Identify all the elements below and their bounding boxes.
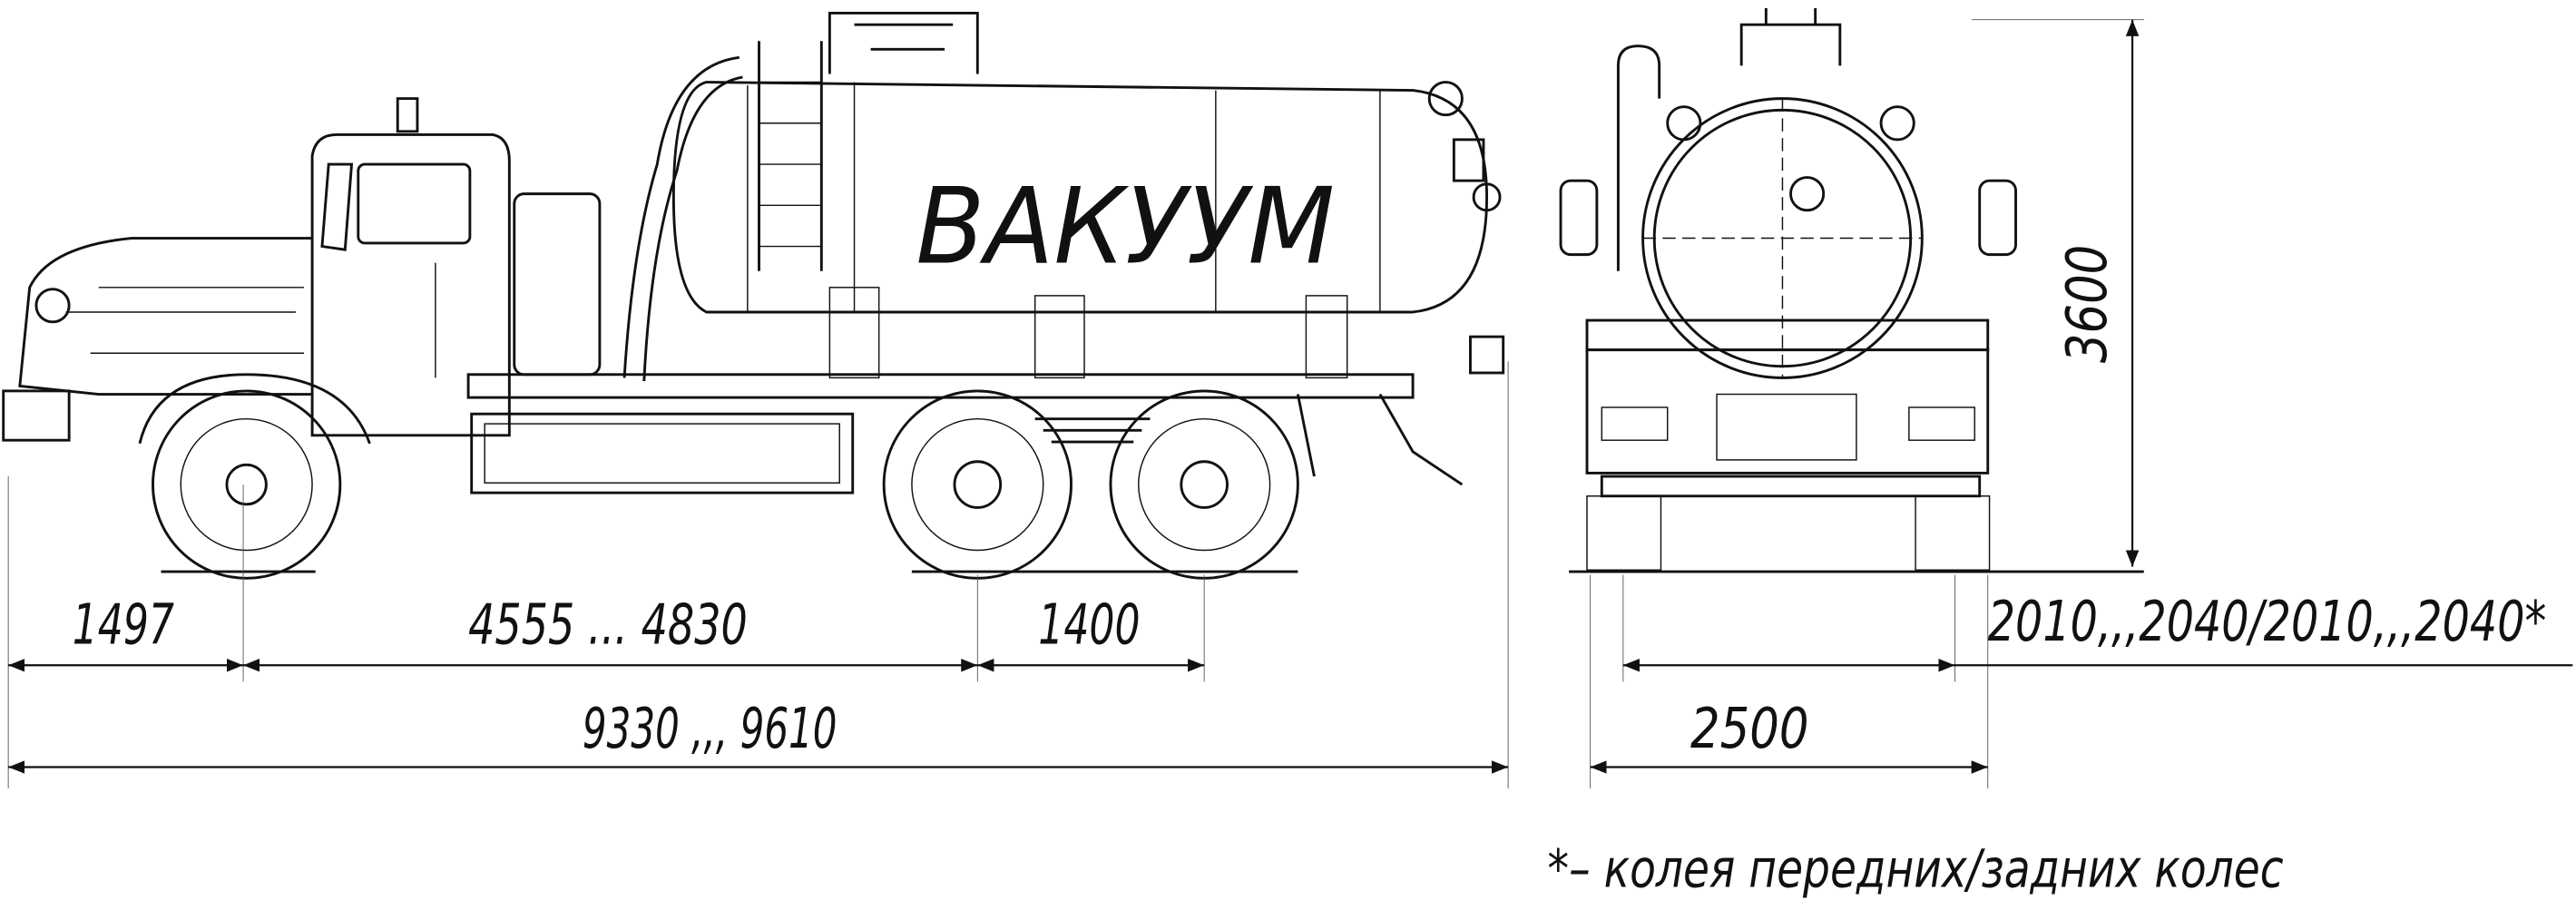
dim-axle-spacing: 1400 bbox=[1038, 592, 1140, 658]
suction-hose bbox=[622, 55, 739, 378]
dim-overall-length: 9330 ,,, 9610 bbox=[583, 696, 837, 761]
dimensions: 1497 4555 ... 4830 1400 9330 ,,, 9610 25… bbox=[7, 19, 2573, 789]
tank-label: ВАКУУМ bbox=[916, 166, 1335, 289]
chassis-frame bbox=[466, 373, 1415, 399]
rear-wheel-2 bbox=[1109, 389, 1299, 580]
mirror-left bbox=[1559, 179, 1599, 257]
cab-window bbox=[357, 162, 472, 245]
hatch-railing bbox=[828, 12, 979, 74]
side-view: ВАКУУМ bbox=[2, 12, 1505, 580]
cab bbox=[310, 133, 511, 437]
beacon bbox=[396, 97, 419, 133]
rear-wheel-1 bbox=[882, 389, 1073, 580]
rear-view bbox=[1559, 8, 2144, 573]
side-box bbox=[470, 412, 855, 494]
footnote: *– колея передних/задних колес bbox=[1548, 838, 2284, 900]
rear-hose bbox=[1616, 44, 1661, 271]
front-wheel bbox=[152, 389, 342, 580]
dim-overall-width: 2500 bbox=[1690, 696, 1808, 761]
dim-overall-height: 3600 bbox=[2054, 245, 2120, 363]
hood bbox=[18, 237, 313, 396]
windshield bbox=[320, 162, 354, 251]
dim-wheelbase: 4555 ... 4830 bbox=[468, 592, 748, 658]
rear-bumper bbox=[1600, 475, 1982, 498]
dim-front-overhang: 1497 bbox=[73, 592, 174, 658]
dim-track: 2010,,,2040/2010,,,2040* bbox=[1988, 589, 2547, 654]
ladder bbox=[758, 41, 823, 271]
emblem bbox=[34, 288, 71, 324]
tank bbox=[671, 81, 1489, 314]
rear-frame bbox=[1585, 348, 1990, 475]
front-fender bbox=[138, 373, 371, 445]
mirror-right bbox=[1978, 179, 2017, 257]
front-bumper bbox=[2, 389, 71, 442]
